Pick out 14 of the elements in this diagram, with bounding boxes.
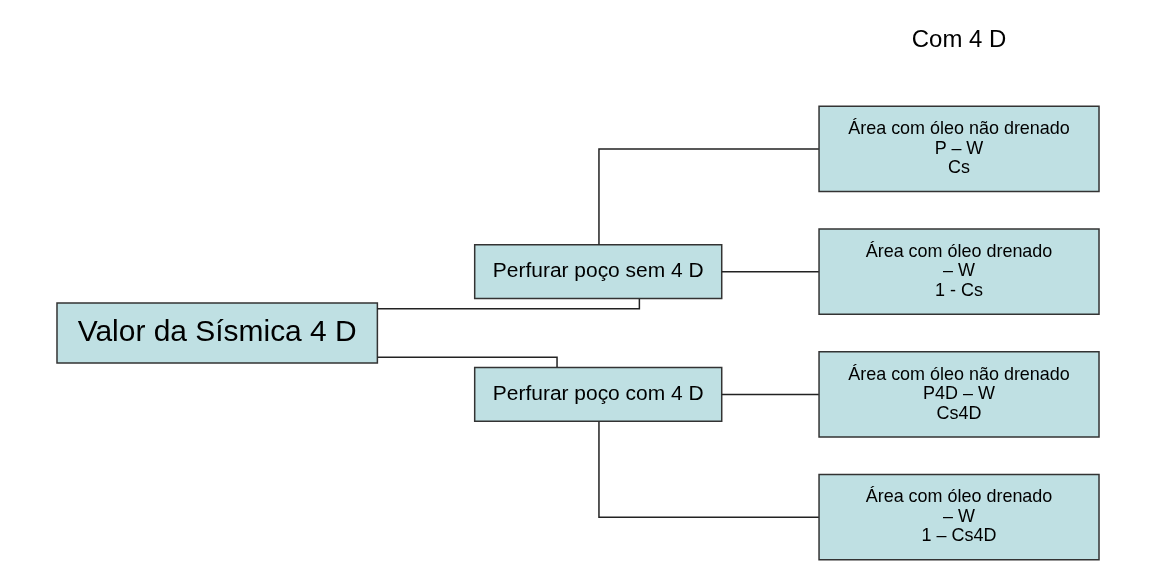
node-box: Perfurar poço sem 4 D [473,243,722,300]
label: Com 4 D [911,24,1006,52]
connector [720,270,820,273]
node-box: Área com óleo drenado – W 1 - Cs [817,228,1100,316]
node-box: Área com óleo não drenado P – W Cs [817,105,1100,193]
connector [597,420,820,518]
connector [597,148,820,246]
node-box: Valor da Sísmica 4 D [55,302,378,364]
connector [720,393,820,396]
node-box: Área com óleo não drenado P4D – W Cs4D [817,351,1100,438]
node-box: Área com óleo drenado – W 1 – Cs4D [817,473,1100,561]
node-box: Perfurar poço com 4 D [473,366,722,423]
connector [376,356,558,368]
connector [376,298,640,310]
